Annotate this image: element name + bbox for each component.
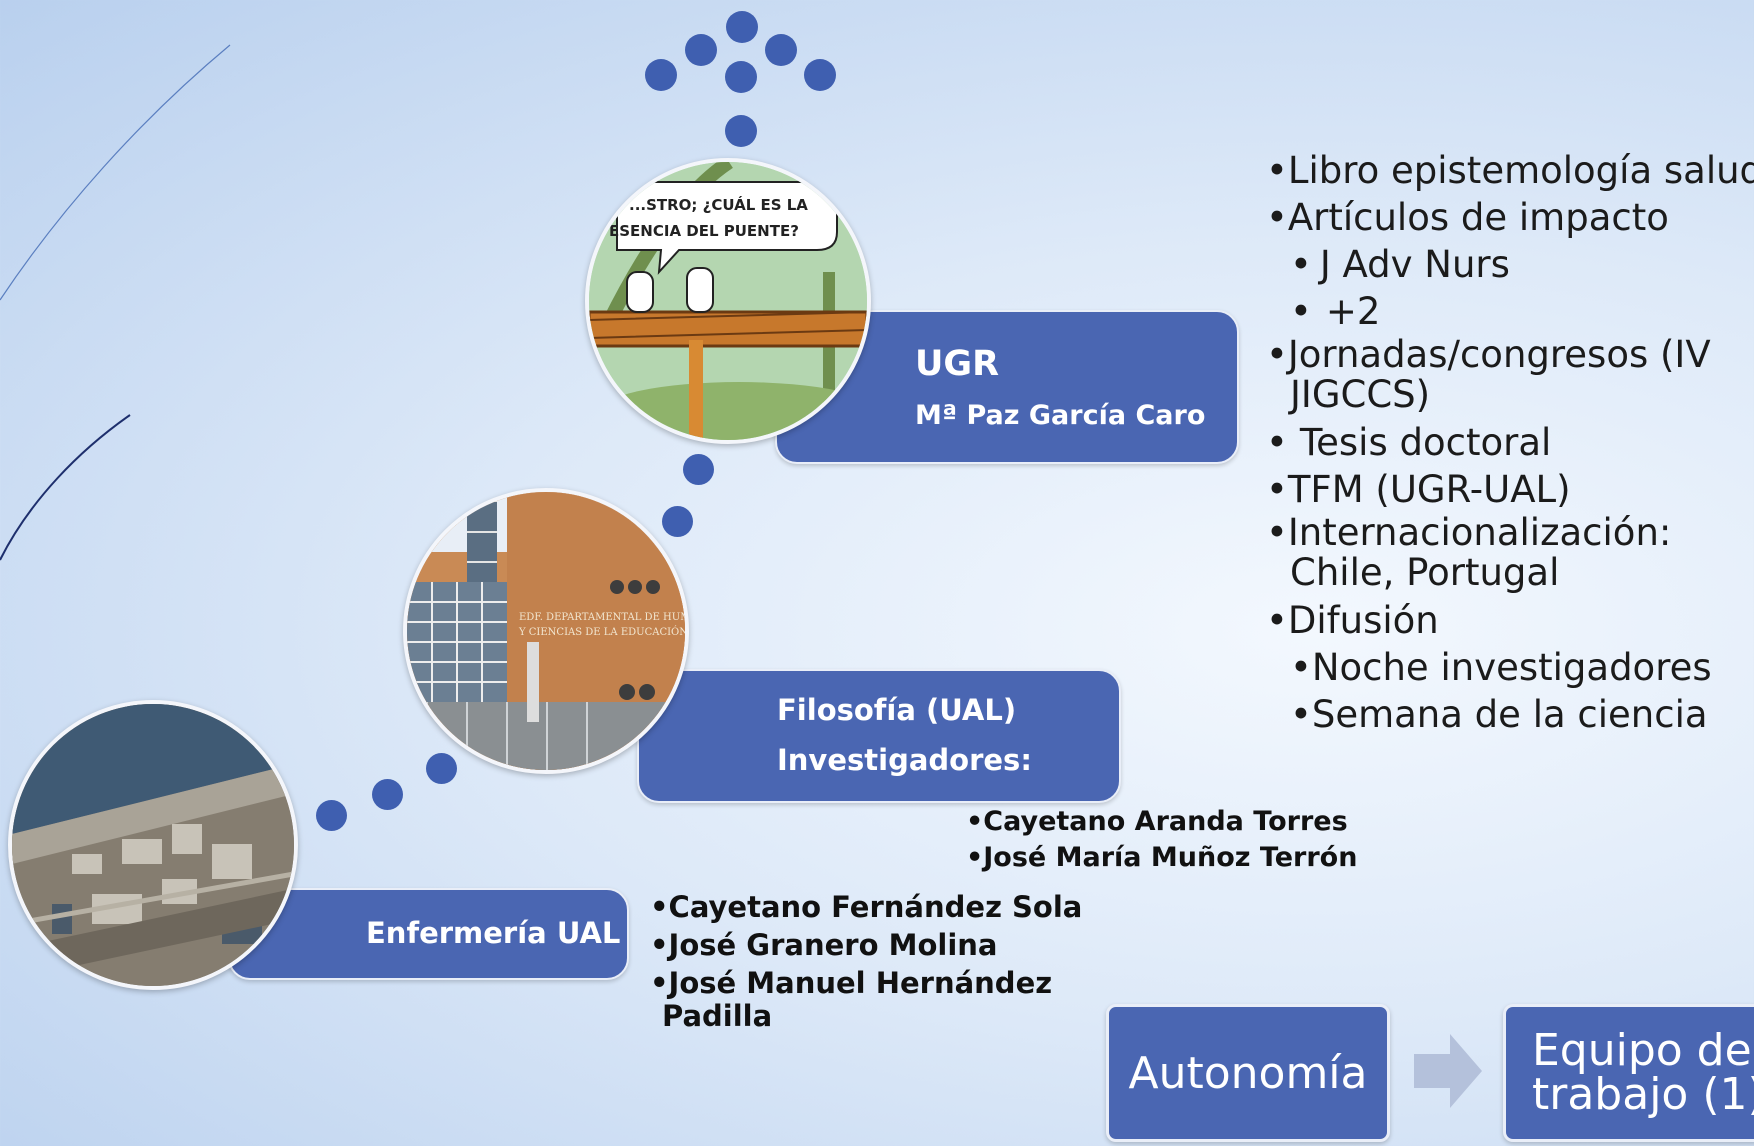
filosofia-line2: Investigadores: [777, 743, 1032, 777]
equipo-label-1: Equipo de [1532, 1025, 1752, 1076]
decorative-curves [0, 44, 231, 561]
autonomia-box: Autonomía [1106, 1004, 1390, 1142]
list-item: •Libro epistemología salud [1266, 149, 1754, 192]
list-item: •Artículos de impacto [1266, 196, 1669, 239]
filosofia-box: Filosofía (UAL) Investigadores: [637, 669, 1121, 803]
enfermeria-researcher-list: •Cayetano Fernández Sola •José Granero M… [650, 888, 1083, 1033]
autonomia-label: Autonomía [1128, 1047, 1368, 1099]
building-image: EDF. DEPARTAMENTAL DE HUMANIDADES Y CIEN… [403, 488, 689, 774]
list-item: •Tesis doctoral [1266, 421, 1552, 464]
ugr-title: UGR [915, 344, 1000, 384]
list-item: •TFM (UGR-UAL) [1266, 468, 1571, 511]
list-item: •Difusión [1266, 599, 1439, 642]
list-item: •J Adv Nurs [1290, 243, 1510, 286]
enfermeria-box: Enfermería UAL [228, 888, 629, 980]
ugr-box: UGR Mª Paz García Caro [775, 310, 1239, 464]
filosofia-line1: Filosofía (UAL) [777, 693, 1017, 727]
list-item-continuation: Chile, Portugal [1290, 551, 1560, 594]
ugr-person: Mª Paz García Caro [915, 400, 1206, 431]
comic-image: ...STRO; ¿CUÁL ES LA ESENCIA DEL PUENTE? [585, 158, 871, 444]
filosofia-researcher-list: •Cayetano Aranda Torres •José María Muño… [966, 804, 1357, 876]
building-sign-2: Y CIENCIAS DE LA EDUCACIÓN II [518, 626, 685, 638]
list-item: •+2 [1290, 290, 1381, 333]
list-item: •Cayetano Fernández Sola [650, 890, 1083, 924]
list-item: •José Manuel Hernández [650, 966, 1053, 1000]
list-item: •Semana de la ciencia [1290, 693, 1708, 736]
comic-line-2: ESENCIA DEL PUENTE? [609, 222, 799, 240]
aerial-campus-image [8, 700, 298, 990]
arrow-right-icon [1414, 1034, 1482, 1108]
list-item: •Cayetano Aranda Torres [966, 806, 1348, 837]
outcomes-list: •Libro epistemología salud •Artículos de… [1266, 147, 1754, 738]
list-item: •José María Muñoz Terrón [966, 842, 1358, 873]
enfermeria-title: Enfermería UAL [366, 916, 621, 950]
list-item: •Noche investigadores [1290, 646, 1712, 689]
equipo-label-2: trabajo (1) [1532, 1069, 1754, 1120]
equipo-box: Equipo de trabajo (1) [1503, 1004, 1754, 1142]
comic-line-1: ...STRO; ¿CUÁL ES LA [629, 195, 808, 214]
building-sign-1: EDF. DEPARTAMENTAL DE HUMANIDADES [519, 612, 685, 623]
list-item: •Internacionalización: [1266, 511, 1672, 554]
list-item: Padilla [662, 999, 773, 1033]
list-item-continuation: JIGCCS) [1290, 373, 1431, 416]
list-item: •José Granero Molina [650, 928, 998, 962]
list-item: •Jornadas/congresos (IV [1266, 333, 1711, 376]
